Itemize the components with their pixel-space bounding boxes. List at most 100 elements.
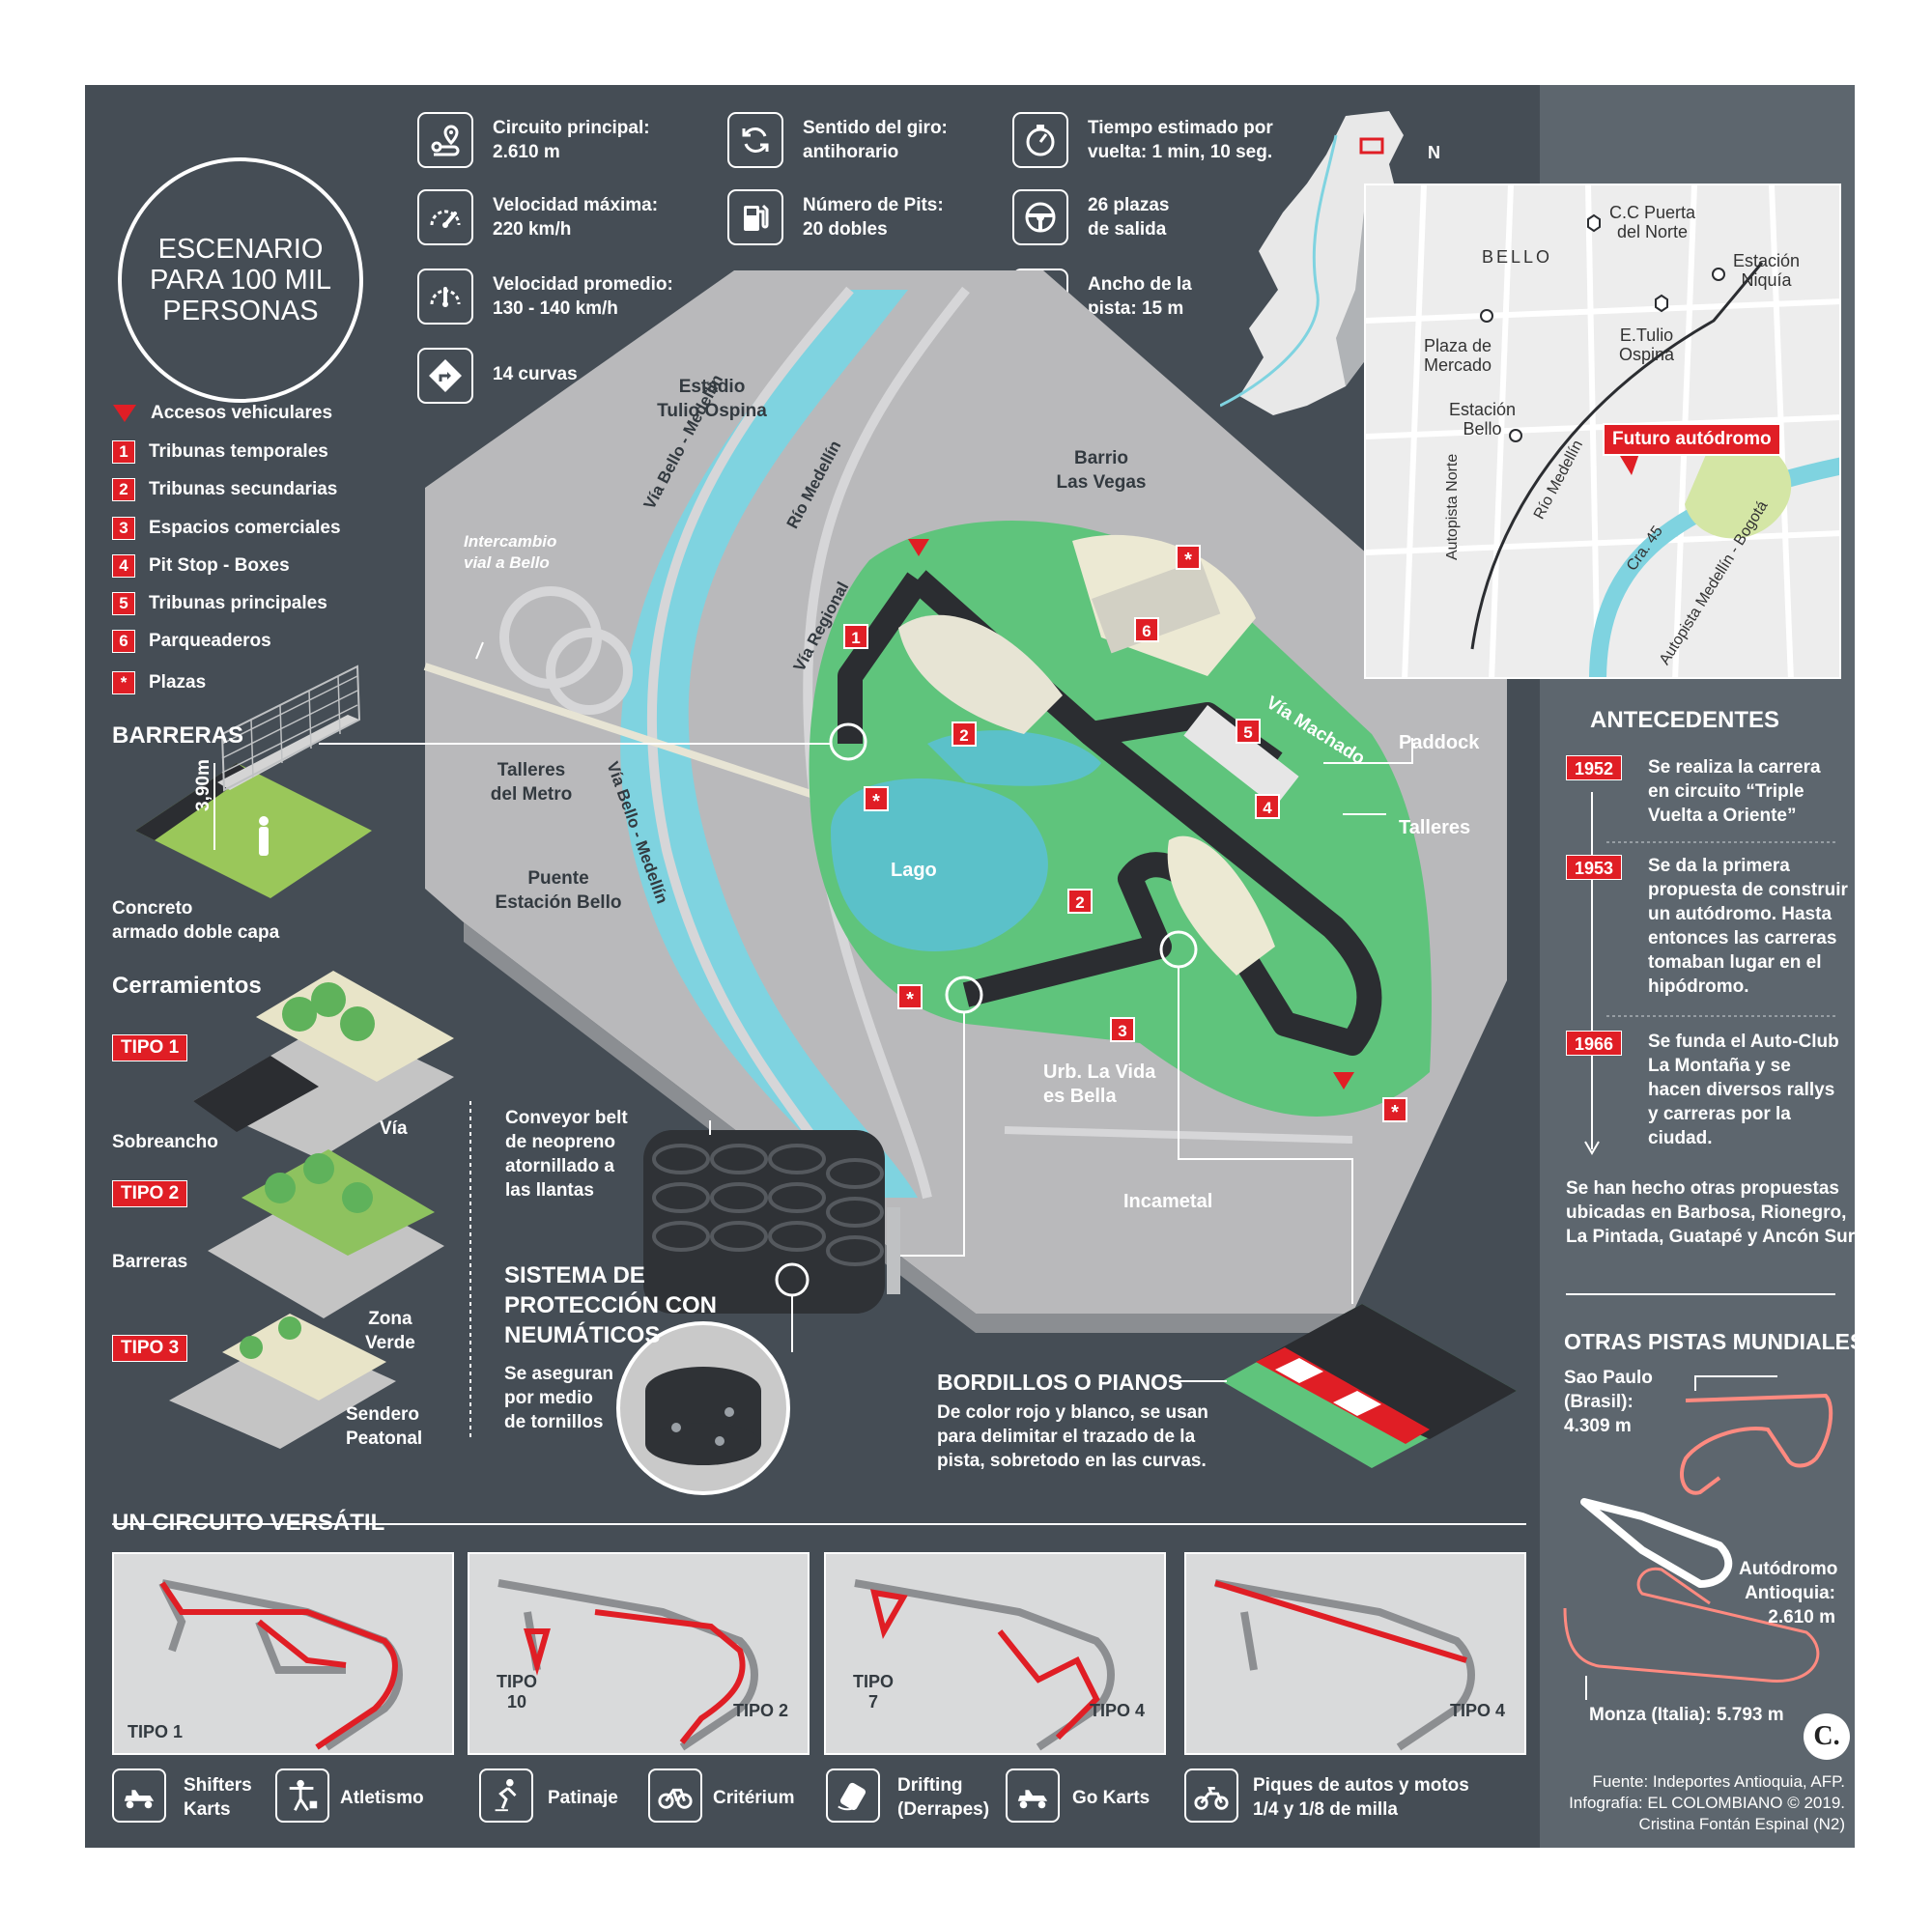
legend-label: Tribunas secundarias <box>149 479 338 499</box>
plaza-badge: * <box>864 786 889 812</box>
conveyor-text: Conveyor belt de neopreno atornillado a … <box>505 1106 628 1202</box>
label-line: 7 <box>868 1692 879 1712</box>
curb-stripe-white <box>1333 1391 1381 1416</box>
legend-access: Accesos vehiculares <box>112 400 332 427</box>
bicycle-icon <box>648 1768 702 1823</box>
svg-text:6: 6 <box>1142 622 1151 640</box>
north-indicator: N <box>1428 143 1440 162</box>
layout-4-track <box>1214 1579 1475 1751</box>
label-line: del Norte <box>1617 222 1689 241</box>
stat-label: Número de Pits: <box>803 195 944 215</box>
credit-line: Fuente: Indeportes Antioquia, AFP. <box>1592 1772 1845 1791</box>
tipo1-label: TIPO 1 <box>112 1034 188 1061</box>
label-line: Bello <box>1463 419 1502 439</box>
label-line: Plaza de <box>1424 336 1492 355</box>
rotate-icon <box>727 112 783 168</box>
note-line: Peatonal <box>346 1429 423 1449</box>
event-line: un autódromo. Hasta <box>1648 904 1833 924</box>
credits: Fuente: Indeportes Antioquia, AFP. Infog… <box>1546 1771 1845 1835</box>
label-line: (Brasil): <box>1564 1392 1634 1412</box>
legend-badge: 6 <box>112 630 135 653</box>
vehicle-access-marker <box>1333 1072 1354 1089</box>
timeline-event: Se da la primera propuesta de construir … <box>1648 854 1848 999</box>
legend-label: Tribunas principales <box>149 593 327 613</box>
barrier-height: 3,90m <box>193 759 213 811</box>
legend-item: *Plazas <box>112 669 206 696</box>
drifting-car-icon <box>826 1768 880 1823</box>
event-line: entonces las carreras <box>1648 928 1837 948</box>
monza-track <box>1563 1567 1820 1683</box>
callout-line <box>1323 738 1413 764</box>
tree <box>342 1182 373 1213</box>
legend-badge: 3 <box>112 517 135 540</box>
label-lago: Lago <box>891 860 937 881</box>
event-line: Se da la primera <box>1648 856 1790 876</box>
bordillos-desc: De color rojo y blanco, se usan para del… <box>937 1401 1208 1473</box>
note-line: ubicadas en Barbosa, Rionegro, <box>1566 1202 1847 1223</box>
bolt-icon <box>715 1436 724 1446</box>
panel-label: TIPO 2 <box>733 1701 789 1720</box>
timeline-arrow <box>1584 1141 1600 1155</box>
turn-sign-icon <box>417 348 473 404</box>
label-incametal: Incametal <box>1123 1191 1213 1212</box>
svg-text:*: * <box>1391 1102 1399 1123</box>
credit-line: Infografía: EL COLOMBIANO © 2019. <box>1569 1794 1845 1812</box>
grandstand <box>1183 705 1299 807</box>
legend-label: Tribunas temporales <box>149 441 328 462</box>
event-line: ciudad. <box>1648 1128 1713 1148</box>
activity-label: Drifting(Derrapes) <box>897 1773 989 1822</box>
motorcycle-icon <box>1184 1768 1238 1823</box>
stat-direction: Sentido del giro: antihorario <box>803 116 948 164</box>
year-badge: 1966 <box>1566 1031 1622 1056</box>
badge-1: 1 <box>843 624 868 649</box>
tree <box>240 1336 263 1359</box>
badge-6: 6 <box>1134 617 1159 642</box>
runner-finish-icon <box>275 1768 329 1823</box>
stopwatch-icon <box>1012 112 1068 168</box>
skater-icon <box>479 1768 533 1823</box>
event-line: tomaban lugar en el <box>1648 952 1822 973</box>
event-line: y carreras por la <box>1648 1104 1791 1124</box>
svg-text:*: * <box>1184 550 1192 571</box>
stat-value: antihorario <box>803 142 899 162</box>
activity-label: Go Karts <box>1072 1788 1151 1808</box>
text-line: para delimitar el trazado de la <box>937 1427 1196 1447</box>
bordillos-title: BORDILLOS O PIANOS <box>937 1370 1183 1395</box>
callout-line <box>1694 1375 1777 1391</box>
label-line: Estación <box>1449 400 1517 419</box>
label-bello: BELLO <box>1482 247 1553 267</box>
legend-label: Plazas <box>149 672 207 693</box>
neumaticos-desc: Se aseguran por medio de tornillos <box>504 1362 613 1434</box>
tree <box>340 1006 375 1041</box>
label-line: Antioquia: <box>1745 1583 1835 1603</box>
title-line: PARA 100 MIL <box>149 265 332 296</box>
legend-label: Espacios comerciales <box>149 518 341 538</box>
label-line: C.C Puerta <box>1609 203 1696 222</box>
stat-lap-time: Tiempo estimado por vuelta: 1 min, 10 se… <box>1088 116 1273 164</box>
fence-type3-path <box>222 1314 386 1401</box>
stat-label: Circuito principal: <box>493 118 650 138</box>
speedometer-icon <box>417 189 473 245</box>
label-line: Las Vegas <box>1056 472 1147 493</box>
svg-text:2: 2 <box>1075 893 1084 912</box>
stat-value: de salida <box>1088 219 1167 240</box>
activity-label: Atletismo <box>340 1788 424 1808</box>
svg-text:*: * <box>872 791 880 812</box>
stat-grid-slots: 26 plazas de salida <box>1088 193 1170 241</box>
stat-max-speed: Velocidad máxima: 220 km/h <box>493 193 658 241</box>
otras-pistas-title: OTRAS PISTAS MUNDIALES <box>1564 1329 1865 1354</box>
neumaticos-title: SISTEMA DE PROTECCIÓN CON NEUMÁTICOS <box>504 1260 717 1350</box>
legend-badge: 4 <box>112 554 135 578</box>
roundabout <box>546 628 633 715</box>
road <box>646 286 855 1200</box>
tree <box>265 1173 296 1203</box>
label-autopista-norte: Autopista Norte <box>1444 453 1461 560</box>
label-line: Piques de autos y motos <box>1253 1775 1469 1796</box>
